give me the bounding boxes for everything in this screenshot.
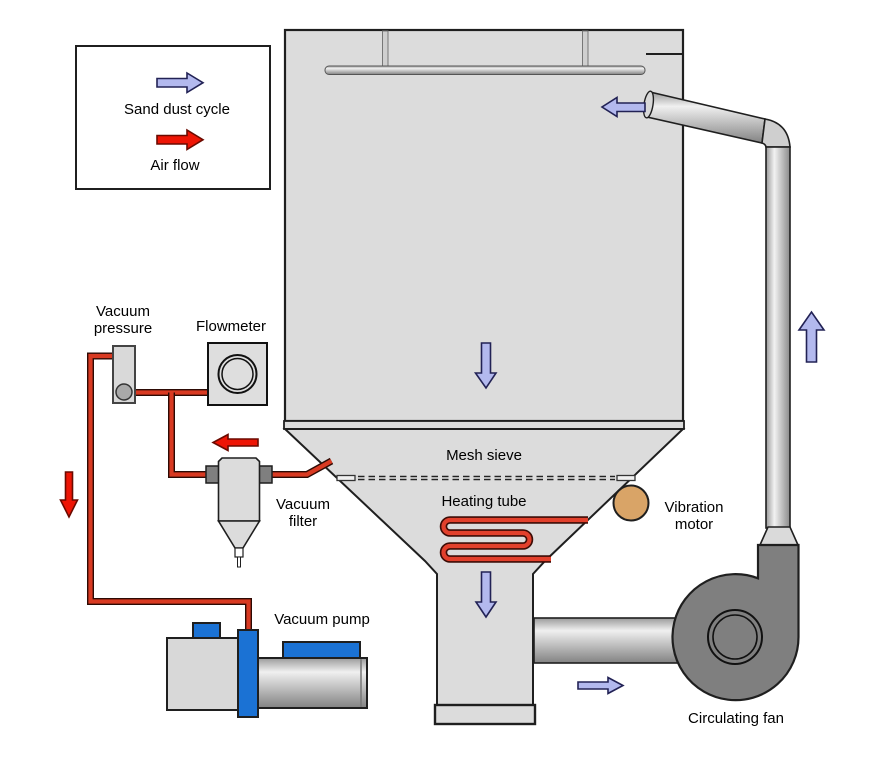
vacuum-pump-body: [166, 622, 368, 718]
spray-bar-support-left: [382, 30, 389, 67]
sand-arrow-left-icon: [600, 96, 646, 118]
flowmeter-dial-inner: [221, 357, 254, 391]
vibration-motor-body: [612, 484, 650, 522]
legend-sand-arrow-icon: [156, 71, 205, 94]
fan-hub-inner-ring: [712, 614, 758, 660]
fan-hub-outer-ring: [707, 609, 763, 665]
duct-base-flange: [433, 703, 537, 726]
sieve-frame-left: [336, 474, 356, 482]
pump-motor-cylinder: [257, 657, 368, 709]
sand-arrow-up-icon: [797, 310, 826, 363]
airflow-arrow-left-icon: [211, 433, 259, 452]
heating-tube-coil: [439, 516, 588, 563]
vacuum-filter-body: [205, 457, 273, 568]
fan-outlet-transition: [758, 526, 800, 546]
sand-arrow-right-icon: [577, 676, 625, 695]
tank-flange: [283, 420, 685, 430]
spray-bar-support-right: [582, 30, 589, 67]
vacuum-pipe-network: [87, 352, 334, 632]
legend-box: [75, 45, 271, 190]
return-pipe-elbow: [761, 118, 791, 148]
sieve-frame-right: [616, 474, 636, 482]
sand-arrow-down-duct-icon: [474, 571, 498, 619]
sand-arrow-down-tank-icon: [473, 342, 498, 390]
flowmeter-dial-outer: [217, 354, 258, 394]
flowmeter-body: [207, 342, 268, 406]
return-pipe-riser: [765, 146, 791, 529]
vacuum-pressure-dial: [115, 383, 133, 401]
circulating-fan-volute: [671, 543, 800, 702]
spray-bar: [324, 65, 646, 75]
legend-air-arrow-icon: [156, 128, 205, 151]
airflow-arrow-down-icon: [59, 471, 79, 519]
pump-flange: [237, 629, 259, 718]
